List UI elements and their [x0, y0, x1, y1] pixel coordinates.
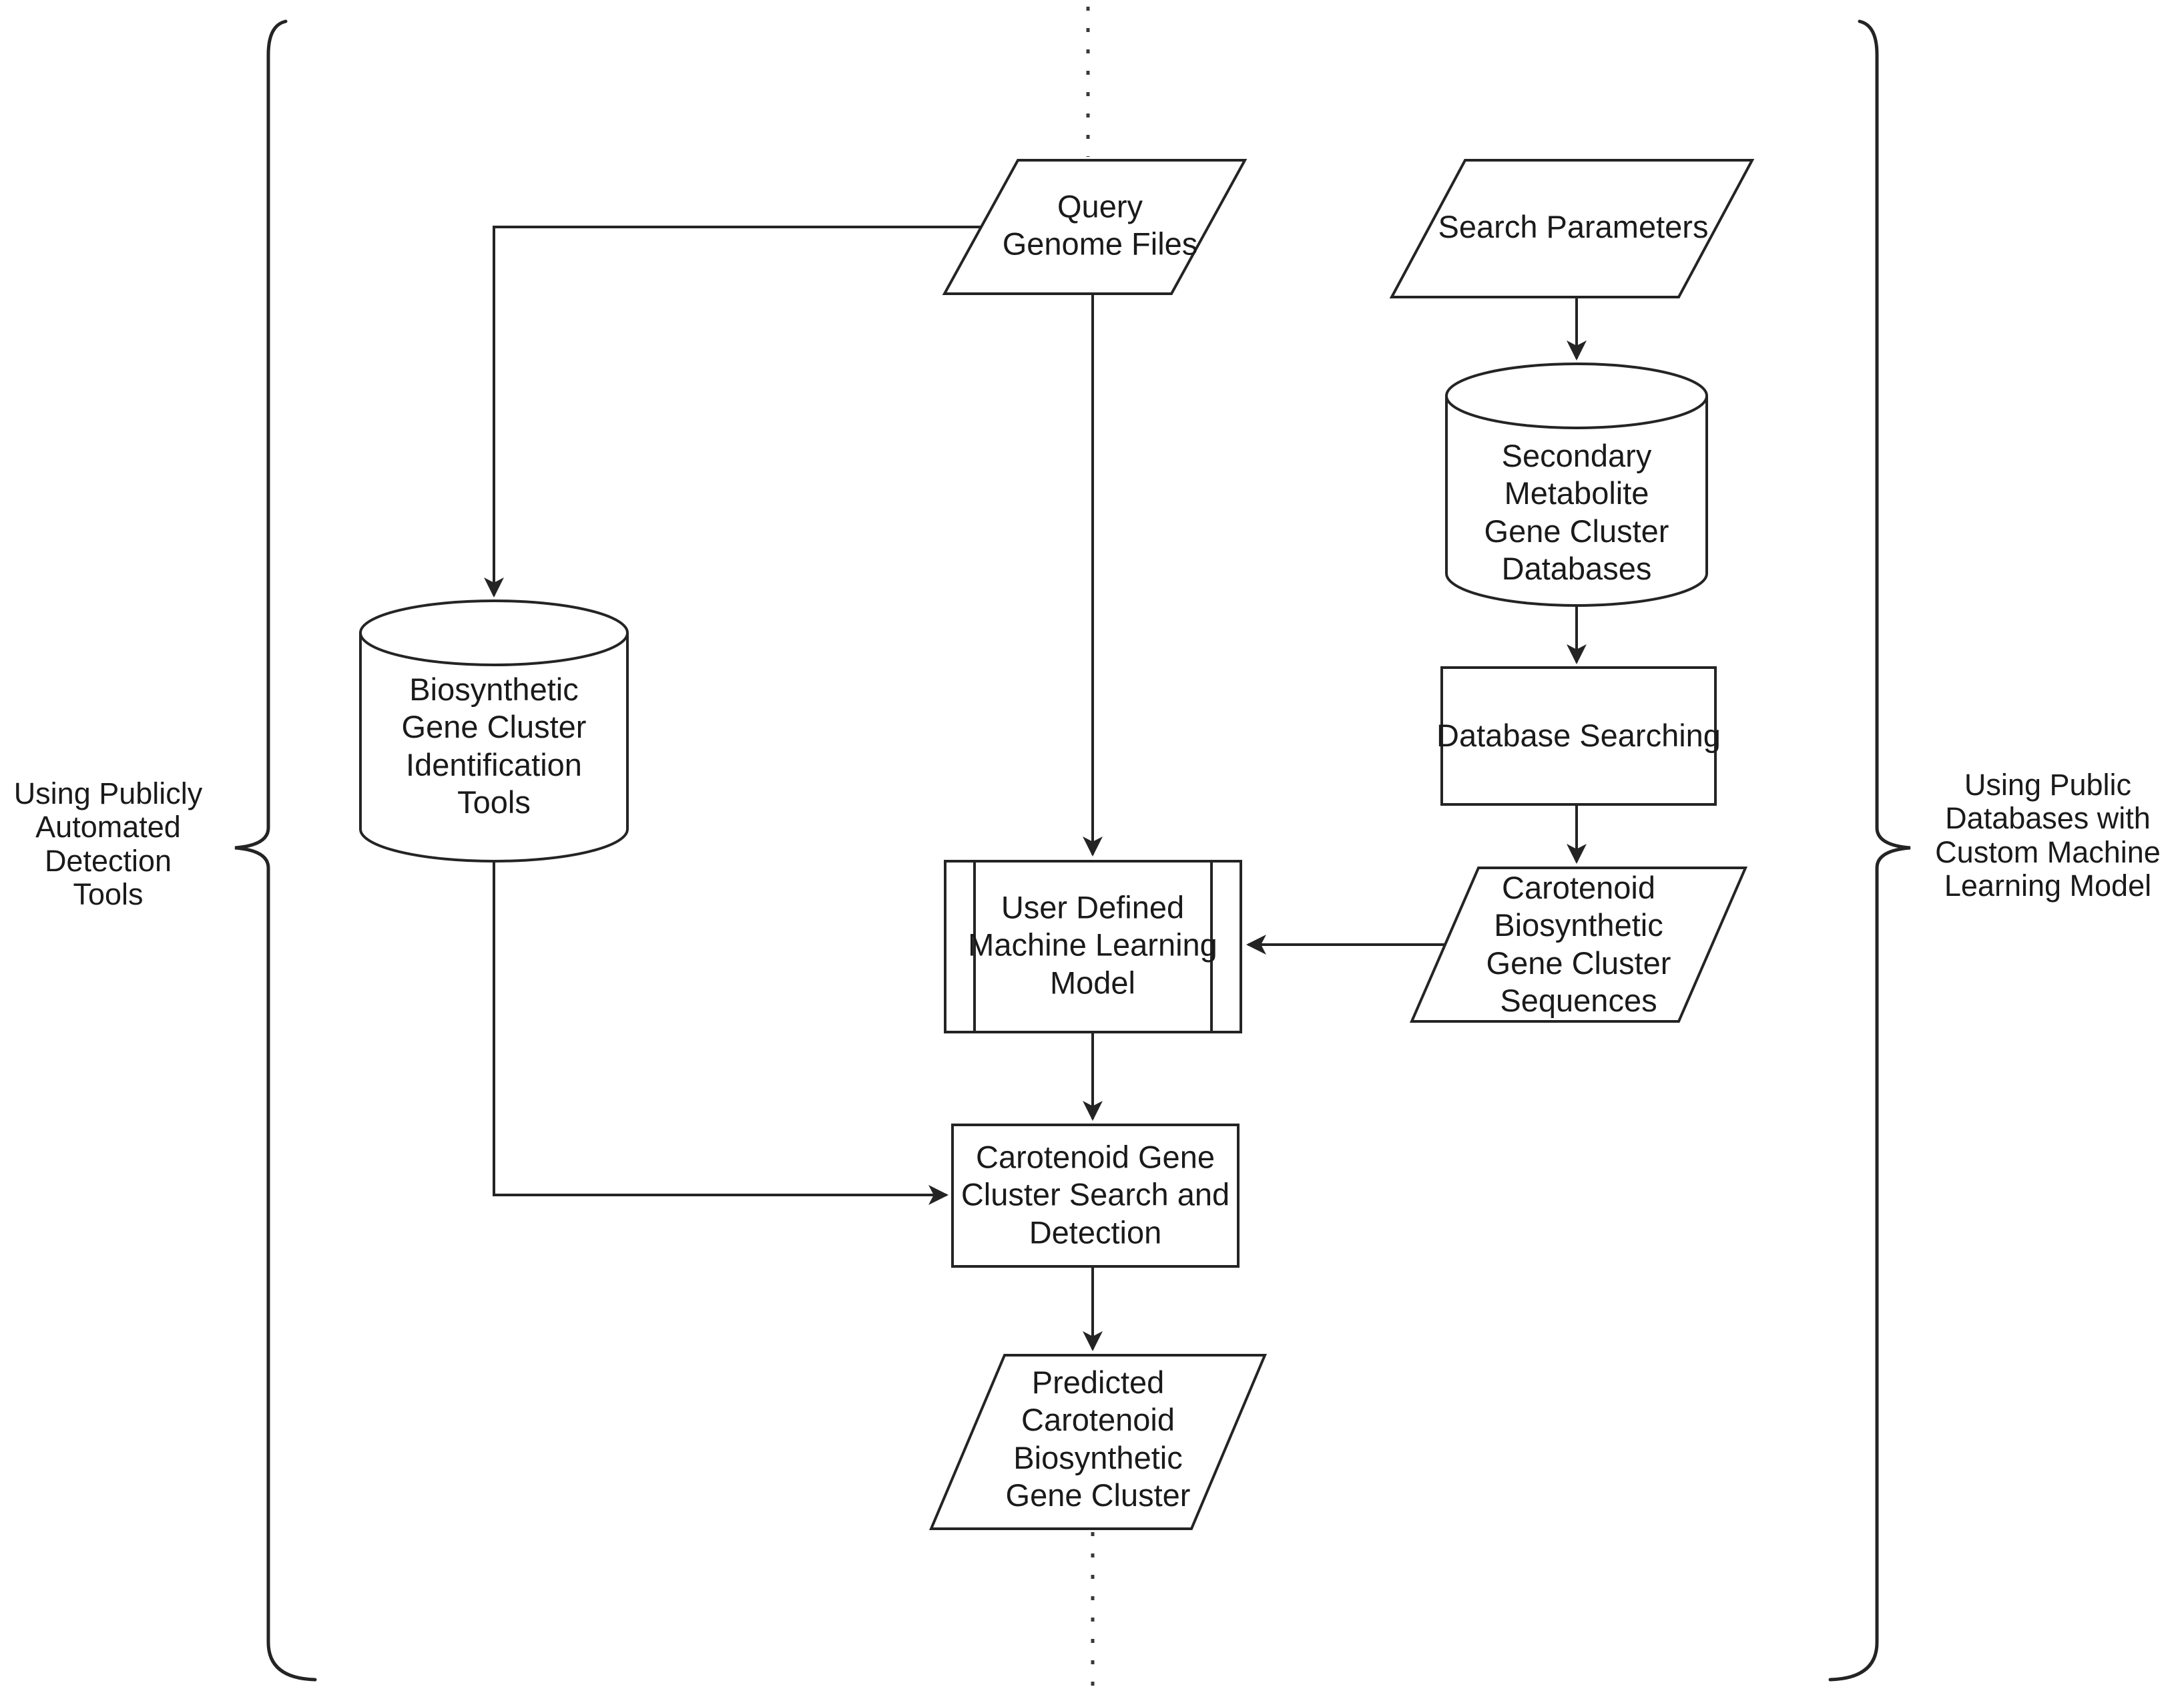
edge-tools-to-search-detection [493, 860, 948, 1205]
right-bracket-label: Using Public Databases with Custom Machi… [1935, 768, 2161, 903]
edge-query-to-identification-tools [484, 226, 981, 597]
node-user-defined-ml-model [944, 860, 1242, 1033]
label-carotenoid-search-detection: Carotenoid Gene Cluster Search and Detec… [961, 1139, 1230, 1250]
cylinder-body [359, 633, 629, 863]
label-query-genome-files: Query Genome Files [1002, 188, 1198, 262]
node-predicted-carotenoid-bgc [928, 1354, 1268, 1530]
left-bracket-label: Using Publicly Automated Detection Tools [13, 776, 203, 912]
node-search-parameters [1389, 159, 1755, 298]
left-brace [234, 19, 317, 1682]
label-database-searching: Database Searching [1436, 717, 1721, 753]
cylinder-top [1445, 362, 1708, 429]
node-query-genome-files [942, 159, 1248, 295]
label-carotenoid-bgc-sequences: Carotenoid Biosynthetic Gene Cluster Seq… [1486, 870, 1671, 1019]
cylinder-top [359, 599, 629, 666]
label-predicted-carotenoid-bgc: Predicted Carotenoid Biosynthetic Gene C… [1005, 1365, 1191, 1513]
label-bgc-identification-tools: Biosynthetic Gene Cluster Identification… [401, 672, 587, 820]
cylinder-body [1445, 396, 1708, 607]
label-search-parameters: Search Parameters [1438, 208, 1709, 244]
right-brace [1828, 19, 1911, 1682]
label-user-defined-ml-model: User Defined Machine Learning Model [968, 889, 1217, 1001]
node-database-searching [1440, 666, 1717, 806]
node-secondary-metabolite-databases [1445, 362, 1708, 607]
label-secondary-metabolite-databases: Secondary Metabolite Gene Cluster Databa… [1484, 438, 1669, 587]
node-carotenoid-search-detection [951, 1124, 1240, 1268]
node-carotenoid-bgc-sequences [1409, 867, 1748, 1023]
node-bgc-identification-tools [359, 599, 629, 863]
predefined-process-outline [944, 860, 1242, 1033]
